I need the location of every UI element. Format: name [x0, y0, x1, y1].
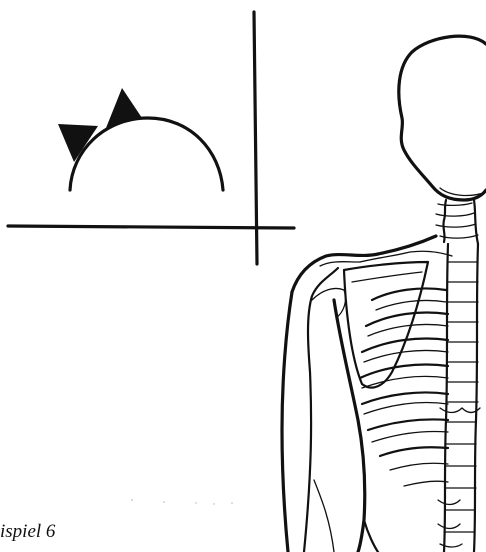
clavicle	[360, 251, 452, 262]
waist-outline	[364, 520, 378, 552]
horizontal-axis-line	[8, 226, 294, 228]
spike-top-icon	[106, 88, 142, 128]
shoulder-outline	[292, 236, 436, 292]
crosshair-icon	[8, 12, 294, 264]
cervical-spine	[436, 200, 478, 244]
head-outline	[399, 36, 486, 200]
figure-caption: ispiel 6	[0, 522, 55, 541]
skull-base	[440, 188, 486, 195]
acromion	[320, 262, 360, 266]
skeleton-figure-icon	[282, 36, 486, 552]
scapula-spine	[352, 272, 422, 282]
arc-symbol-icon	[58, 88, 223, 190]
scan-specks	[131, 499, 233, 504]
